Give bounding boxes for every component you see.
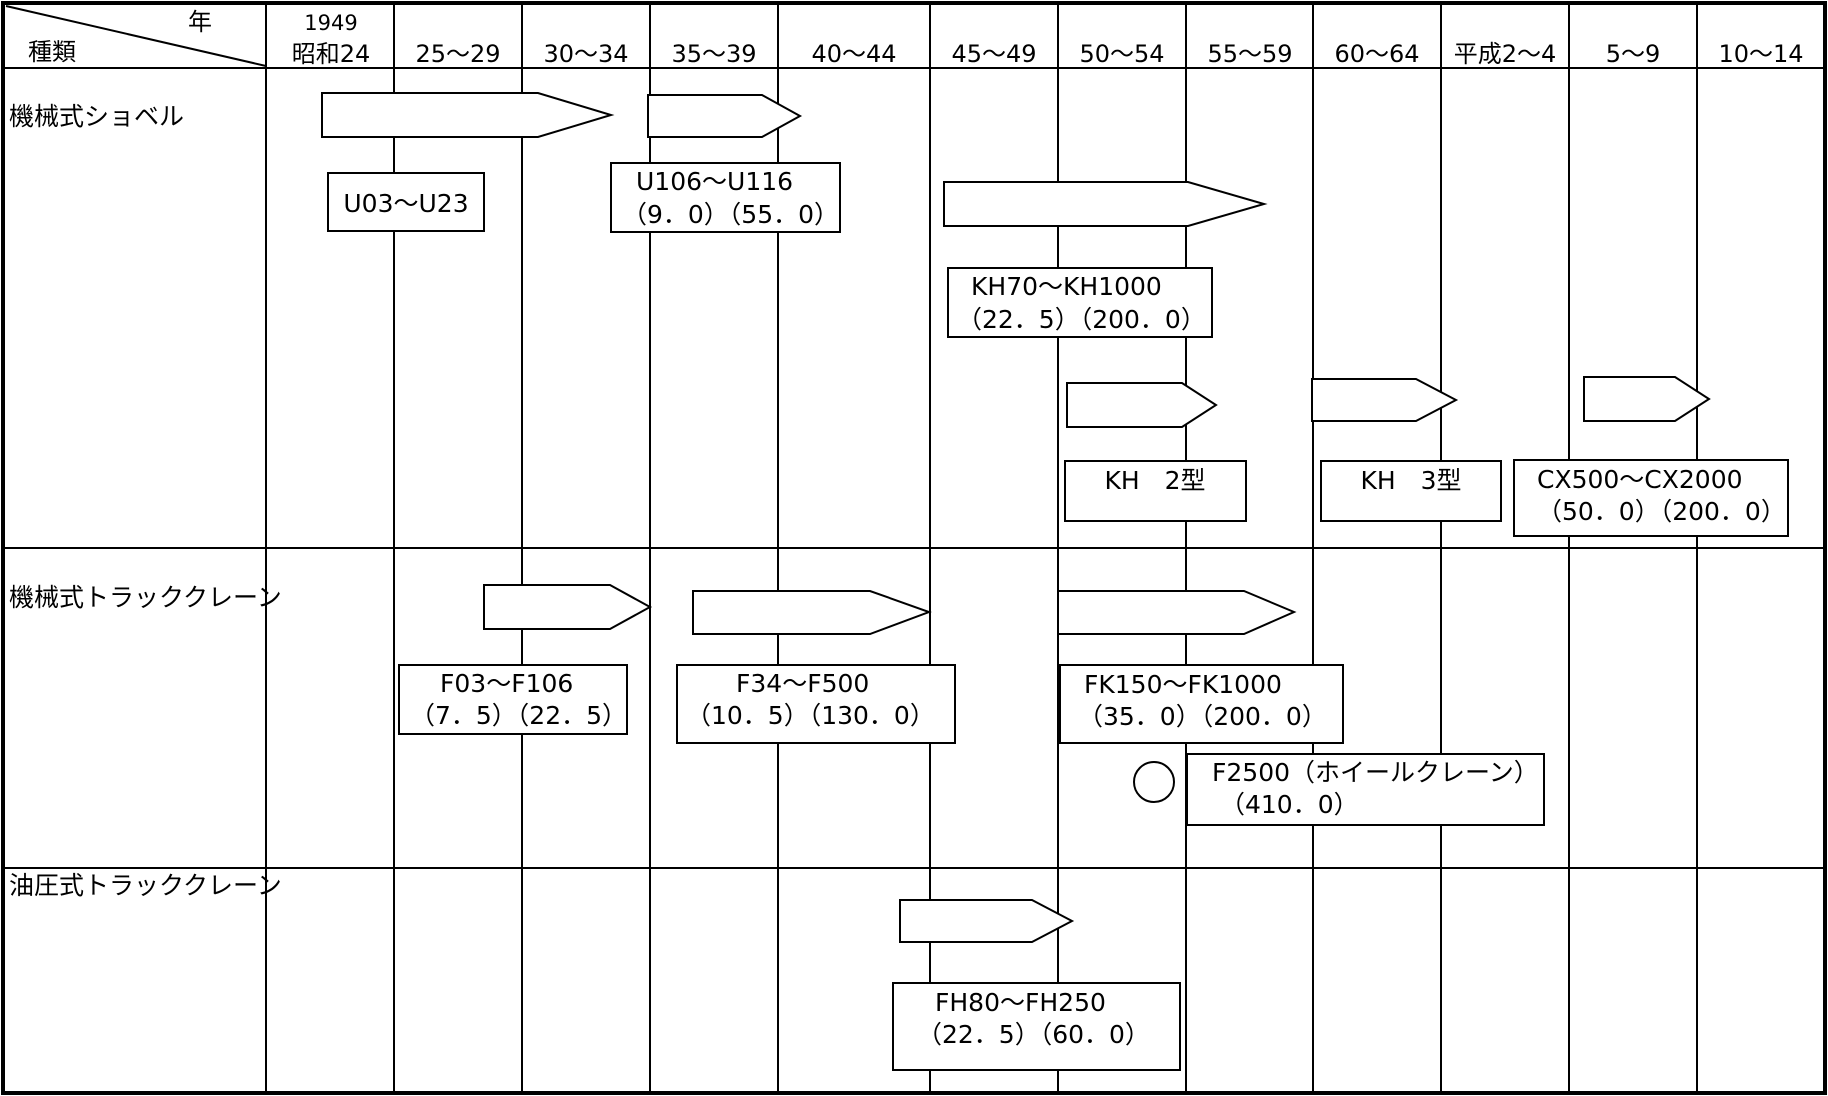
- arrow-cx: [1583, 376, 1711, 422]
- label-line: CX500～CX2000: [1537, 465, 1743, 494]
- arrow-kh70: [943, 181, 1268, 227]
- arrow-f03: [483, 584, 653, 630]
- label-line: KH70～KH1000: [971, 272, 1162, 301]
- period-header: 60～64: [1334, 40, 1419, 68]
- label-box-kh3: KH 3型: [1320, 460, 1502, 522]
- period-header: 10～14: [1718, 40, 1803, 68]
- corner-year-label: 年: [188, 8, 212, 36]
- label-line: F2500（ホイールクレーン）: [1212, 758, 1539, 787]
- period-header: 平成2～4: [1454, 40, 1557, 68]
- row-lines: [5, 67, 1825, 869]
- arrow-kh2: [1066, 382, 1218, 428]
- label-line: （50．0）（200．0）: [1537, 497, 1786, 526]
- arrow-kh3: [1311, 378, 1459, 422]
- label-box-f03: F03～F106 （7．5）（22．5）: [398, 664, 628, 735]
- period-header: 45～49: [951, 40, 1036, 68]
- label-line: （7．5）（22．5）: [410, 701, 627, 730]
- label-line: KH 2型: [1104, 466, 1205, 495]
- period-header: 30～34: [543, 40, 628, 68]
- label-box-f34: F34～F500 （10．5）（130．0）: [676, 664, 956, 744]
- category-hydraulic-truck-crane: 油圧式トラッククレーン: [9, 871, 282, 900]
- period-header: 25～29: [415, 40, 500, 68]
- arrow-fh80: [899, 899, 1075, 943]
- period-header: 昭和24: [292, 40, 371, 68]
- period-header: 55～59: [1207, 40, 1292, 68]
- period-header: 5～9: [1606, 40, 1661, 68]
- label-line: KH 3型: [1360, 466, 1461, 495]
- label-box-fk150: FK150～FK1000 （35．0）（200．0）: [1059, 664, 1344, 744]
- period-header: 40～44: [811, 40, 896, 68]
- label-box-cx: CX500～CX2000 （50．0）（200．0）: [1513, 459, 1789, 537]
- label-line: U106～U116: [636, 167, 793, 196]
- label-line: （35．0）（200．0）: [1078, 702, 1327, 731]
- label-box-kh2: KH 2型: [1064, 460, 1247, 522]
- category-mechanical-shovel: 機械式ショベル: [9, 102, 184, 131]
- period-header: 50～54: [1079, 40, 1164, 68]
- label-box-fh80: FH80～FH250 （22．5）（60．0）: [892, 982, 1181, 1071]
- arrow-fk150: [1057, 590, 1297, 635]
- label-line: FH80～FH250: [935, 988, 1106, 1017]
- label-box-f2500: F2500（ホイールクレーン） （410．0）: [1186, 753, 1545, 826]
- label-box-u106: U106～U116 （9．0）（55．0）: [610, 162, 841, 233]
- arrows: [321, 92, 1711, 943]
- label-line: （22．5）（60．0）: [917, 1020, 1150, 1049]
- label-line: （10．5）（130．0）: [686, 701, 935, 730]
- arrow-u106: [647, 94, 803, 138]
- corner-type-label: 種類: [28, 38, 76, 66]
- period-header: 35～39: [671, 40, 756, 68]
- arrow-f34: [692, 590, 932, 635]
- label-line: （22．5）（200．0）: [957, 305, 1206, 334]
- header-diagonal: [5, 5, 267, 67]
- label-box-kh70: KH70～KH1000 （22．5）（200．0）: [947, 267, 1213, 338]
- label-box-u03: U03～U23: [327, 172, 485, 232]
- label-line: （410．0）: [1220, 790, 1359, 819]
- label-line: F34～F500: [736, 669, 869, 698]
- first-year-label: 1949: [304, 11, 357, 35]
- label-line: （9．0）（55．0）: [622, 200, 839, 229]
- category-mechanical-truck-crane: 機械式トラッククレーン: [9, 583, 282, 612]
- circle-marker: [1133, 761, 1175, 803]
- label-line: F03～F106: [440, 669, 573, 698]
- label-line: FK150～FK1000: [1084, 670, 1282, 699]
- label-line: U03～U23: [343, 189, 468, 218]
- period-headers: 昭和24 25～29 30～34 35～39 40～44 45～49 50～54…: [292, 40, 1804, 68]
- arrow-u03: [321, 92, 615, 138]
